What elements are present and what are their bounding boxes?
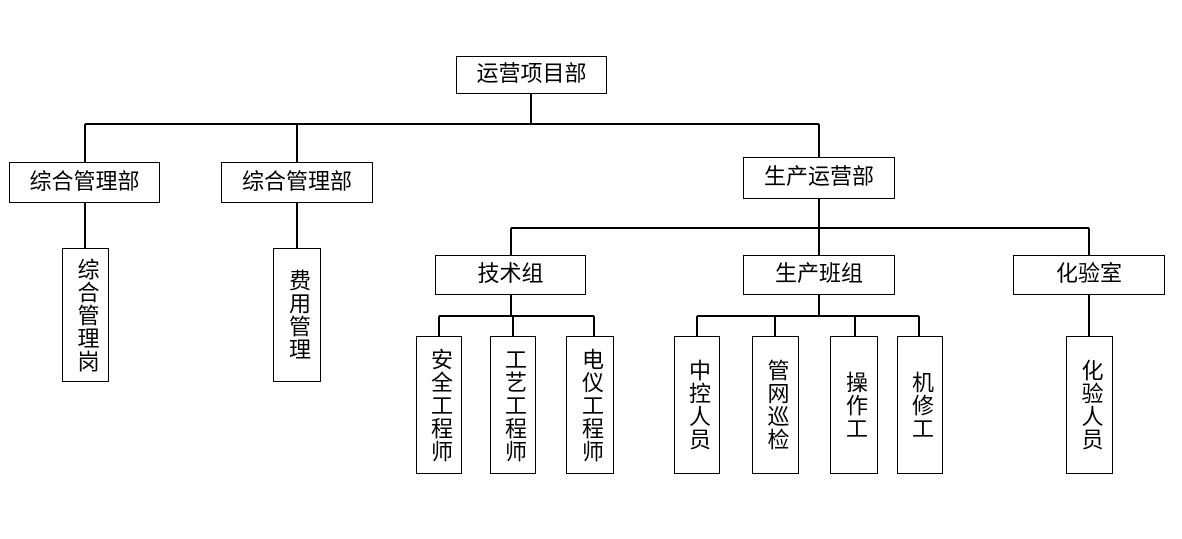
node-role-lab-staff-label: 化验人员 <box>1077 359 1103 451</box>
node-role-process-engineer: 工艺工程师 <box>490 336 536 474</box>
node-role-mechanic: 机修工 <box>897 336 943 474</box>
connector-shift <box>696 295 920 336</box>
node-group-tech: 技术组 <box>435 255 586 295</box>
node-dept-general-2: 综合管理部 <box>221 162 373 203</box>
node-role-expense-label: 费用管理 <box>285 269 310 361</box>
node-role-safety-engineer-label: 安全工程师 <box>427 347 452 463</box>
node-role-instrument-engineer-label: 电仪工程师 <box>578 347 603 463</box>
connector-tech <box>438 295 595 336</box>
node-role-general: 综合管理岗 <box>62 248 109 382</box>
node-role-instrument-engineer: 电仪工程师 <box>566 336 614 474</box>
node-role-safety-engineer: 安全工程师 <box>416 336 462 474</box>
node-role-central-control-label: 中控人员 <box>685 359 710 451</box>
node-role-pipe-inspection-label: 管网巡检 <box>763 359 789 451</box>
node-dept-general-1: 综合管理部 <box>9 162 160 203</box>
node-role-process-engineer-label: 工艺工程师 <box>501 347 526 463</box>
node-group-shift: 生产班组 <box>743 255 895 295</box>
node-role-mechanic-label: 机修工 <box>908 370 933 440</box>
node-role-central-control: 中控人员 <box>674 336 720 474</box>
node-role-general-label: 综合管理岗 <box>73 257 99 373</box>
connector-root <box>84 94 820 162</box>
connector-production <box>510 199 1090 255</box>
node-role-operator: 操作工 <box>830 336 878 474</box>
node-root: 运营项目部 <box>456 56 607 94</box>
node-role-pipe-inspection: 管网巡检 <box>752 336 799 474</box>
node-group-lab: 化验室 <box>1013 255 1165 295</box>
node-dept-production: 生产运营部 <box>743 157 895 199</box>
node-role-lab-staff: 化验人员 <box>1066 336 1113 474</box>
node-role-operator-label: 操作工 <box>842 370 867 440</box>
node-role-expense: 费用管理 <box>273 248 321 382</box>
